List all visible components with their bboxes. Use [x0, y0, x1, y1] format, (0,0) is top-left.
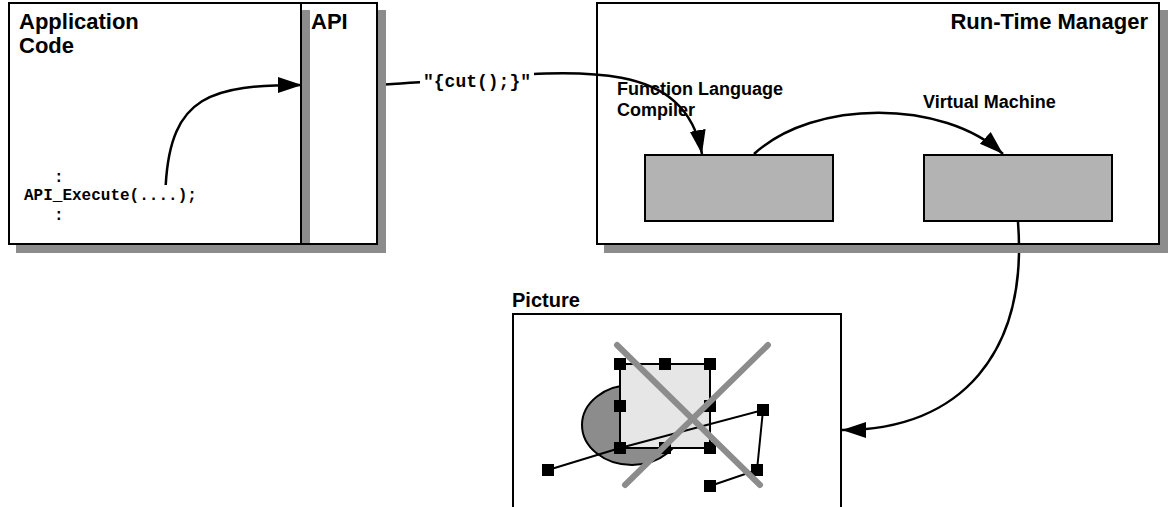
- box-heading: Picture: [512, 288, 580, 312]
- picture-box: Picture: [512, 313, 842, 507]
- polyline-shape: [548, 410, 763, 486]
- api-box: API: [302, 2, 378, 245]
- runtime-manager-box: Run-Time ManagerFunction Language Compil…: [596, 2, 1160, 245]
- application-box: Application Code:API_Execute(....);:: [8, 2, 302, 245]
- box-heading: Application Code: [19, 10, 179, 58]
- flow-arrow: [842, 222, 1019, 430]
- flow-arrow: [754, 113, 1003, 154]
- compiler-box: Function Language Compiler: [644, 154, 834, 222]
- flow-arrow: [166, 85, 302, 185]
- box-heading: Run-Time Manager: [950, 10, 1148, 34]
- virtual-machine-box: Virtual Machine: [923, 154, 1113, 222]
- edge-label: "{cut();}": [420, 71, 534, 93]
- code-line: API_Execute(....);: [24, 187, 197, 205]
- box-heading: API: [311, 10, 348, 34]
- drawing-content: [542, 345, 769, 492]
- cut-cross: [617, 345, 768, 485]
- box-heading: Virtual Machine: [923, 92, 1056, 113]
- box-heading: Function Language Compiler: [617, 79, 817, 121]
- code-line: :: [54, 207, 64, 225]
- code-line: :: [54, 169, 64, 187]
